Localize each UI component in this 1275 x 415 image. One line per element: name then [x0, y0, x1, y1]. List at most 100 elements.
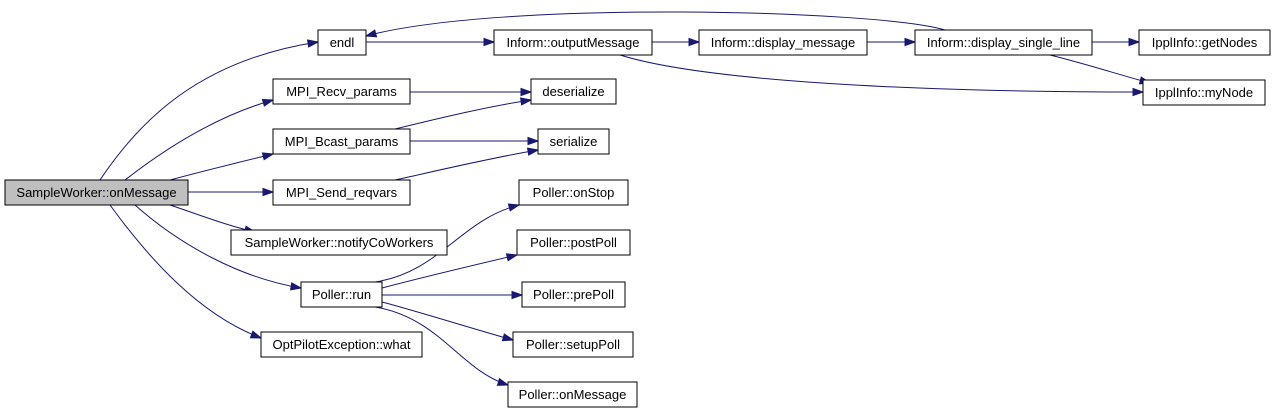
arrowhead-icon: [501, 333, 515, 342]
node-box[interactable]: [521, 281, 626, 308]
arrowhead-icon: [262, 187, 275, 197]
arrowhead-icon: [527, 136, 540, 146]
arrowhead-icon: [261, 98, 275, 107]
node-display-message[interactable]: Inform::display_message: [698, 29, 868, 56]
edge-line: [381, 301, 514, 341]
arrowhead-icon: [505, 253, 519, 262]
arrowhead-icon: [688, 37, 701, 47]
node-box[interactable]: [272, 128, 411, 155]
node-send[interactable]: MPI_Send_reqvars: [272, 179, 411, 206]
edge-onMessage_root-to-endl: [99, 39, 320, 181]
edge-bcast-to-serialize: [410, 136, 540, 146]
node-label: Inform::outputMessage: [507, 35, 640, 50]
node-box[interactable]: [530, 78, 617, 105]
node-setupPoll[interactable]: Poller::setupPoll: [512, 331, 634, 358]
edge-onMessage_root-to-what: [109, 204, 263, 339]
node-box[interactable]: [1138, 29, 1271, 56]
node-box[interactable]: [512, 331, 634, 358]
arrowhead-icon: [1132, 87, 1145, 97]
node-label: serialize: [550, 134, 598, 149]
node-display-single-line[interactable]: Inform::display_single_line: [914, 29, 1093, 56]
node-box[interactable]: [537, 128, 610, 155]
edge-onMessage_root-to-notify: [169, 204, 257, 234]
node-label: Poller::prePoll: [533, 287, 614, 302]
edge-onMessage_root-to-send: [188, 187, 275, 197]
node-label: SampleWorker::onMessage: [16, 185, 176, 200]
node-getNodes[interactable]: IpplInfo::getNodes: [1138, 29, 1271, 56]
node-label: MPI_Recv_params: [286, 84, 397, 99]
arrowhead-icon: [520, 97, 533, 106]
edge-outputMessage-to-display_message: [652, 37, 701, 47]
arrowhead-icon: [261, 152, 275, 161]
node-deserialize[interactable]: deserialize: [530, 78, 617, 105]
edge-onMessage_root-to-run: [134, 204, 303, 291]
node-myNode[interactable]: IpplInfo::myNode: [1142, 79, 1266, 106]
arrowhead-icon: [483, 37, 496, 47]
node-box[interactable]: [300, 281, 383, 308]
node-outputMessage[interactable]: Inform::outputMessage: [493, 29, 653, 56]
node-label: Poller::onStop: [533, 185, 615, 200]
node-label: OptPilotException::what: [272, 337, 410, 352]
edge-line: [169, 204, 256, 233]
node-box[interactable]: [1142, 79, 1266, 106]
arrowhead-icon: [1128, 37, 1141, 47]
node-label: Poller::setupPoll: [526, 337, 620, 352]
edge-line: [619, 54, 1144, 93]
node-what[interactable]: OptPilotException::what: [260, 331, 423, 358]
edge-onMessage_root-to-recv: [124, 98, 275, 181]
node-label: MPI_Send_reqvars: [286, 185, 398, 200]
node-box[interactable]: [230, 229, 448, 256]
node-postPoll[interactable]: Poller::postPoll: [516, 229, 631, 256]
edge-line: [381, 254, 518, 289]
node-box[interactable]: [698, 29, 868, 56]
node-poller-onMessage[interactable]: Poller::onMessage: [507, 381, 638, 408]
node-serialize[interactable]: serialize: [537, 128, 610, 155]
edge-run-to-prePoll: [382, 290, 524, 300]
arrowhead-icon: [306, 39, 320, 48]
arrowhead-icon: [496, 377, 510, 386]
edge-run-to-onStop: [374, 203, 521, 283]
node-box[interactable]: [914, 29, 1093, 56]
arrowhead-icon: [249, 330, 263, 339]
node-box[interactable]: [518, 179, 629, 206]
edge-endl-to-outputMessage: [366, 37, 496, 47]
edge-outputMessage-to-myNode: [619, 54, 1145, 97]
edge-run-to-poller_onMessage: [374, 306, 510, 386]
edge-line: [99, 41, 319, 181]
node-box[interactable]: [516, 229, 631, 256]
node-label: IpplInfo::getNodes: [1152, 35, 1258, 50]
node-box[interactable]: [493, 29, 653, 56]
edge-run-to-postPoll: [381, 253, 519, 289]
node-box[interactable]: [260, 331, 423, 358]
edge-display_single_line-to-myNode: [1049, 54, 1152, 85]
node-label: Inform::display_message: [711, 35, 856, 50]
node-box[interactable]: [507, 381, 638, 408]
node-endl[interactable]: endl: [317, 29, 367, 56]
arrowhead-icon: [526, 147, 540, 156]
node-label: Poller::run: [312, 287, 371, 302]
arrowhead-icon: [289, 282, 303, 291]
node-box[interactable]: [317, 29, 367, 56]
node-label: MPI_Bcast_params: [285, 134, 399, 149]
node-run[interactable]: Poller::run: [300, 281, 383, 308]
edge-send-to-serialize: [394, 147, 540, 181]
node-notify[interactable]: SampleWorker::notifyCoWorkers: [230, 229, 448, 256]
node-onStop[interactable]: Poller::onStop: [518, 179, 629, 206]
edge-onMessage_root-to-bcast: [169, 152, 275, 181]
arrowhead-icon: [511, 290, 524, 300]
node-box[interactable]: [272, 179, 411, 206]
node-label: endl: [330, 35, 355, 50]
node-prePoll[interactable]: Poller::prePoll: [521, 281, 626, 308]
node-label: Poller::postPoll: [530, 235, 617, 250]
node-label: deserialize: [542, 84, 604, 99]
arrowhead-icon: [520, 87, 533, 97]
node-box[interactable]: [4, 179, 189, 206]
node-box[interactable]: [272, 78, 411, 105]
node-onMessage-root[interactable]: SampleWorker::onMessage: [4, 179, 189, 206]
node-label: IpplInfo::myNode: [1155, 85, 1253, 100]
nodes-layer: SampleWorker::onMessage endlMPI_Recv_para…: [4, 29, 1271, 408]
node-bcast[interactable]: MPI_Bcast_params: [272, 128, 411, 155]
node-recv[interactable]: MPI_Recv_params: [272, 78, 411, 105]
edge-line: [374, 204, 520, 283]
